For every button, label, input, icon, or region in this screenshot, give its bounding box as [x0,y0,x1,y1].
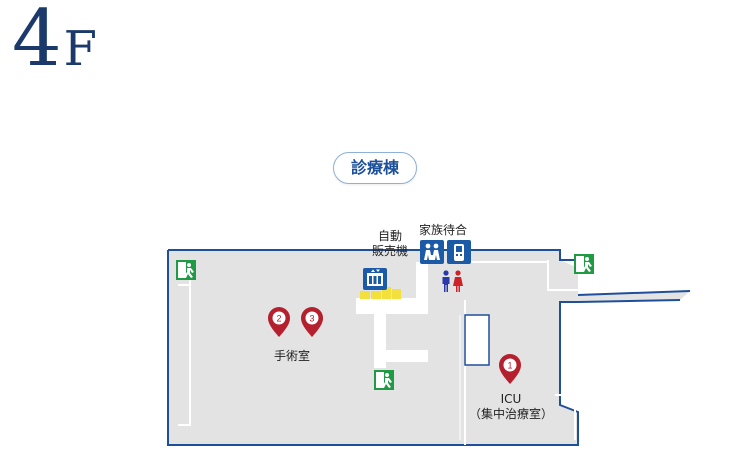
elevator-icon[interactable] [363,268,387,290]
floor-number: 4 [12,0,62,84]
surgery-room-label: 手術室 [274,349,311,363]
map-marker-3[interactable]: 3 [301,307,323,337]
emergency-exit-icon [574,254,594,274]
floor-title: 4F [12,0,97,78]
building-label[interactable]: 診療棟 [333,152,417,184]
restroom-icon[interactable] [442,270,464,292]
marker-number: 3 [309,314,314,324]
vending-label-line1: 自動 [378,229,403,243]
marker-number: 2 [276,314,281,324]
vending-machines [360,287,401,299]
icu-label-line2: （集中治療室） [468,407,553,421]
map-marker-2[interactable]: 2 [268,307,290,337]
vending-machine-label: 自動 販売機 [372,229,408,259]
emergency-exit-icon [176,260,196,280]
floor-unit: F [63,21,97,77]
phone-icon[interactable] [447,240,471,264]
floor-plan [167,249,691,446]
vending-label-line2: 販売機 [372,244,409,258]
family-waiting-icon[interactable] [420,240,444,264]
marker-number: 1 [507,361,512,371]
icu-label-line1: ICU [500,392,522,406]
family-waiting-label: 家族待合 [419,223,468,237]
map-marker-1[interactable]: 1 [499,354,521,384]
elevator-shaft [464,314,490,366]
emergency-exit-icon [374,370,394,390]
icu-label: ICU （集中治療室） [466,392,556,422]
